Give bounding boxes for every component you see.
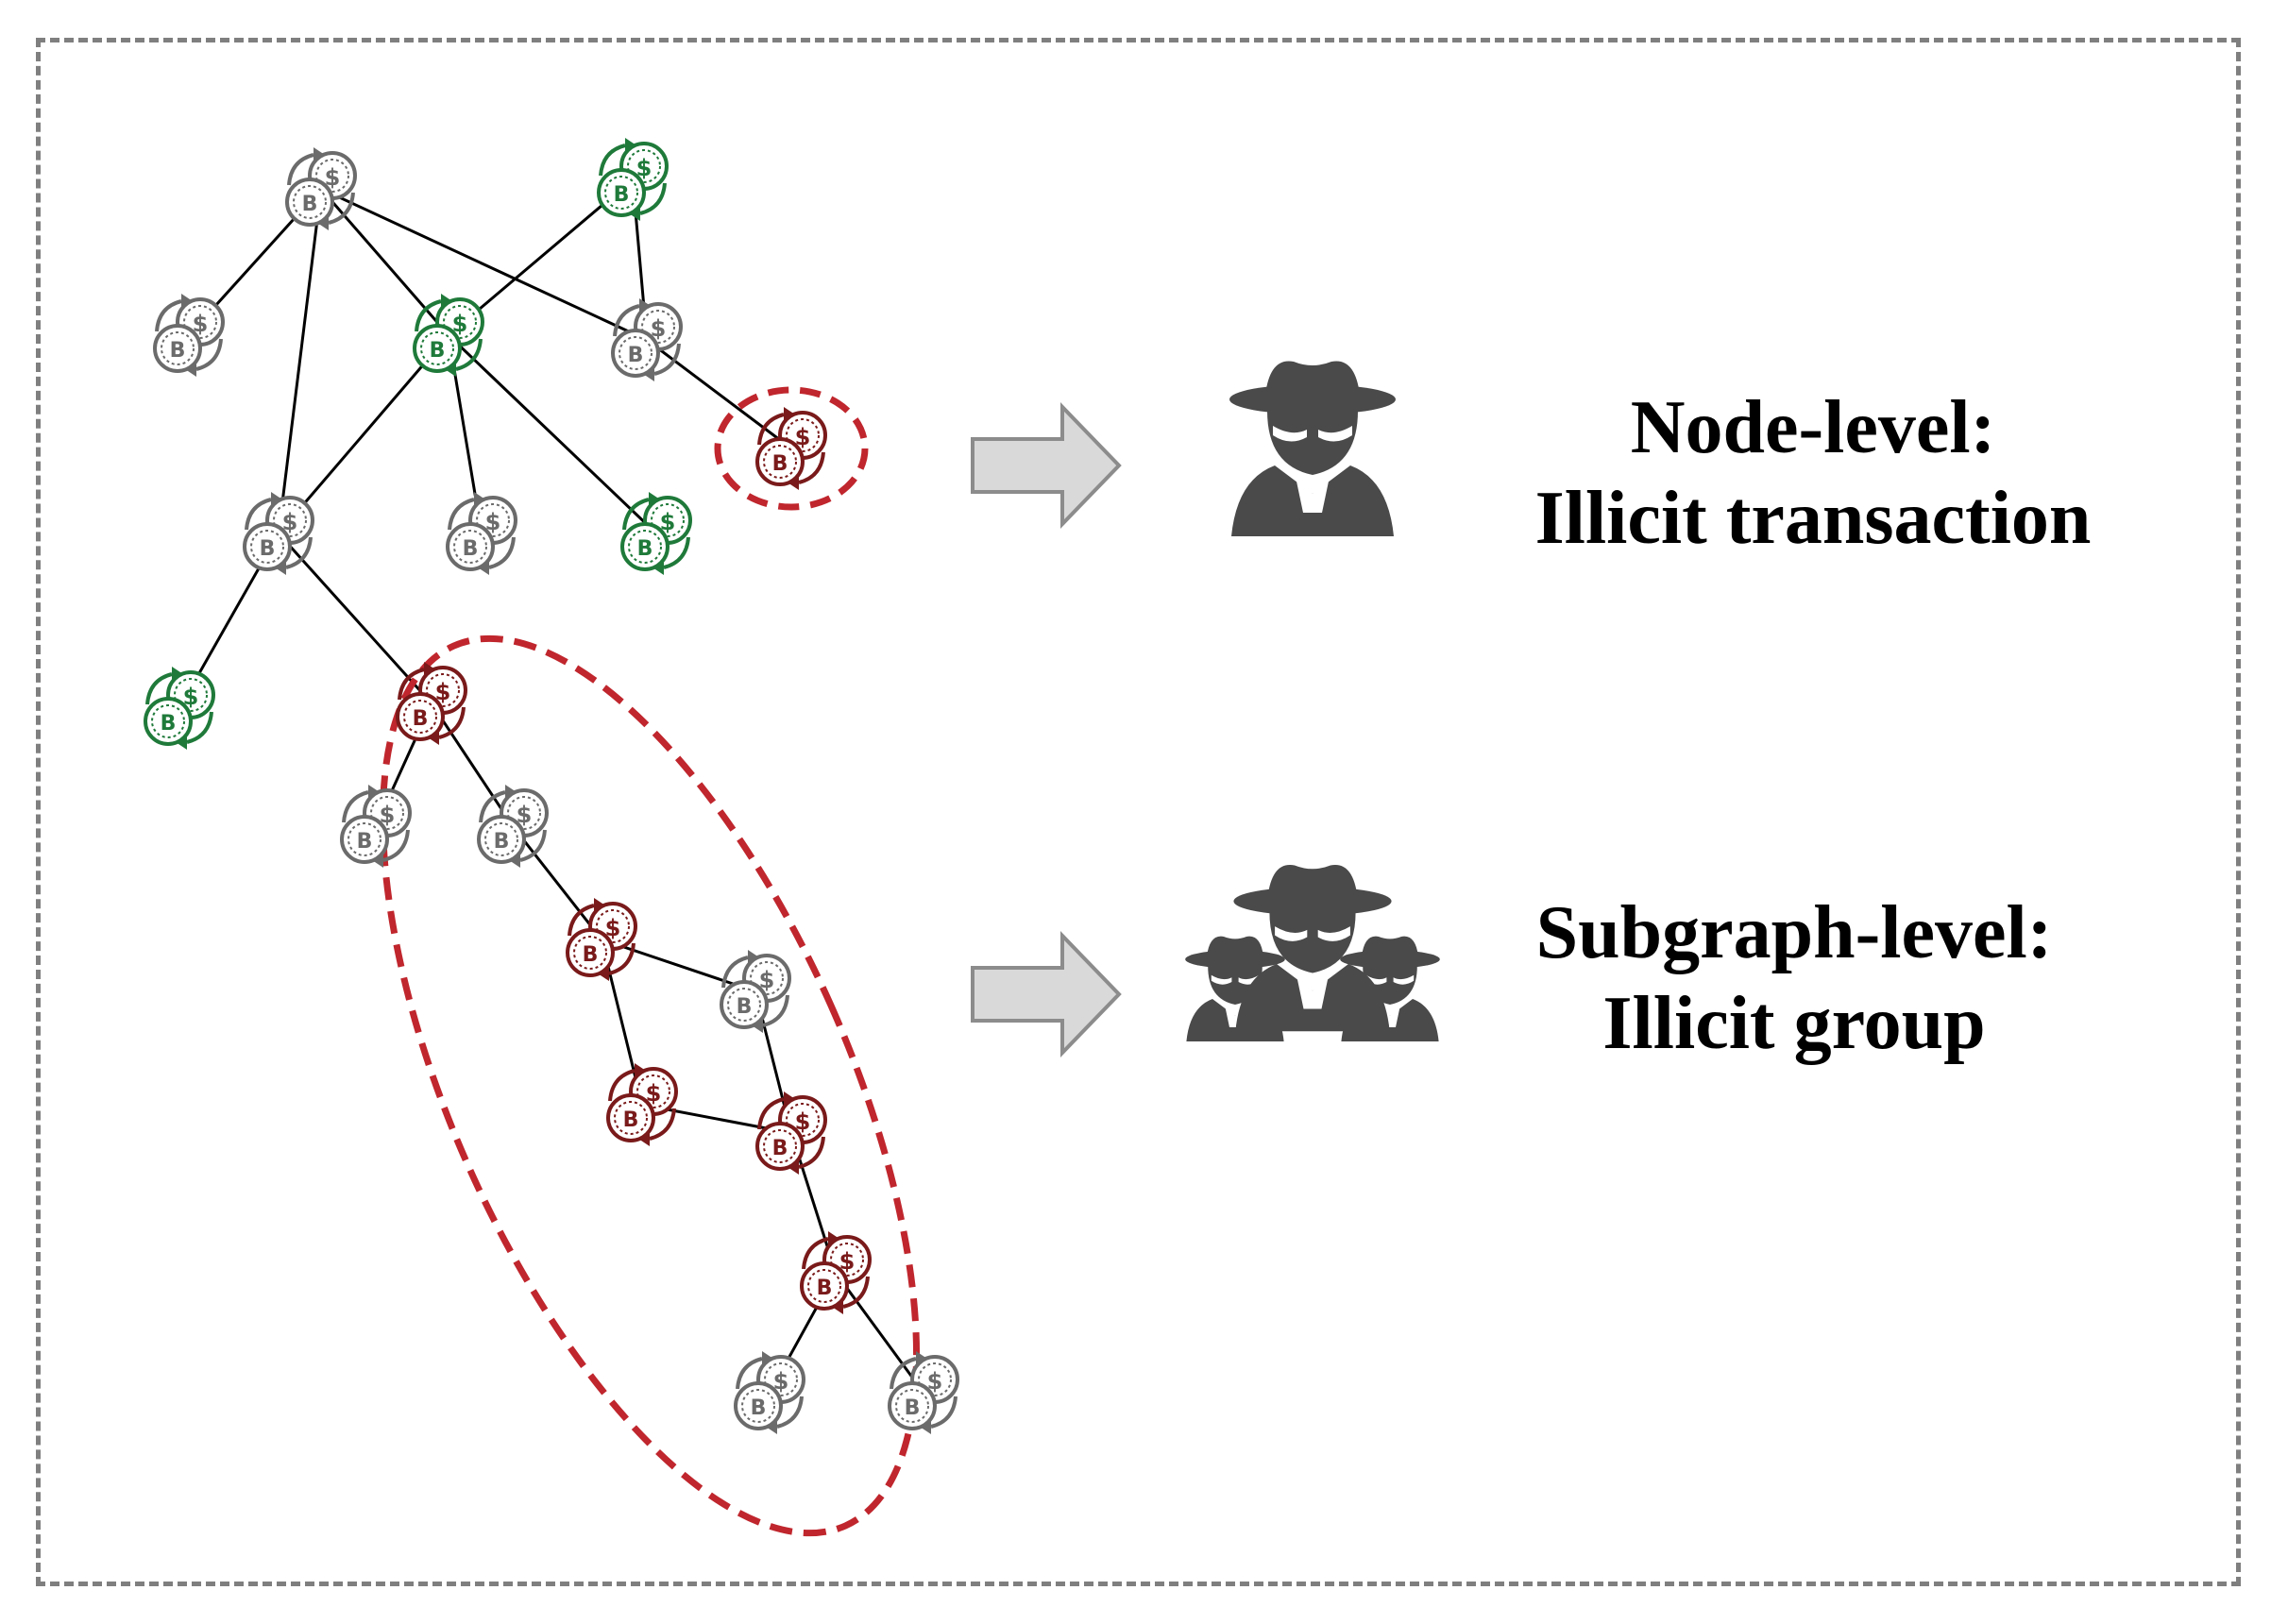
bitcoin-dollar-exchange-icon [720,948,791,1035]
node-level-title: Node-level: [1630,386,1996,469]
bitcoin-dollar-exchange-icon [597,136,669,223]
bitcoin-dollar-exchange-icon [755,405,827,492]
subgraph-level-label: Subgraph-level: Illicit group [1416,888,2172,1069]
node-level-subtitle: Illicit transaction [1534,477,2092,560]
bitcoin-dollar-exchange-icon [620,490,692,577]
graph-edge [511,825,603,940]
subgraph-level-title: Subgraph-level: [1535,891,2053,974]
bitcoin-dollar-exchange-icon [734,1349,805,1436]
graph-edge [277,188,323,534]
bitcoin-dollar-exchange-icon [144,665,215,752]
graph-edge [430,702,515,827]
graph-edge [646,338,792,450]
dashed-frame [36,38,2241,1586]
graph-edge [834,1272,925,1394]
right-arrow-icon [971,405,1121,526]
bitcoin-dollar-exchange-icon [243,490,314,577]
bitcoin-dollar-exchange-icon [446,490,517,577]
bitcoin-dollar-exchange-icon [396,660,467,747]
spy-group-icon [1185,864,1440,1041]
graph-edges [178,178,925,1394]
bitcoin-dollar-exchange-icon [340,783,412,870]
graph-edge [319,188,450,336]
highlight-group-outline [379,634,921,1537]
graph-edge [277,334,450,534]
bitcoin-dollar-exchange-icon [800,1229,872,1316]
graph-edge [320,187,648,342]
highlight-node-outline [714,386,869,511]
spy-icon [1229,361,1396,536]
bitcoin-dollar-exchange-icon [888,1349,959,1436]
bitcoin-dollar-exchange-icon [153,292,225,379]
right-arrow-icon [971,934,1121,1055]
bitcoin-dollar-exchange-icon [611,296,683,383]
graph-edge [601,938,756,993]
bitcoin-dollar-exchange-icon [606,1061,678,1148]
bitcoin-dollar-exchange-icon [755,1090,827,1176]
subgraph-level-subtitle: Illicit group [1602,982,1986,1065]
node-level-label: Node-level: Illicit transaction [1454,382,2172,564]
highlight-outlines [379,386,921,1537]
graph-nodes [144,136,959,1436]
graph-edge [447,333,658,535]
graph-edge [277,532,433,705]
